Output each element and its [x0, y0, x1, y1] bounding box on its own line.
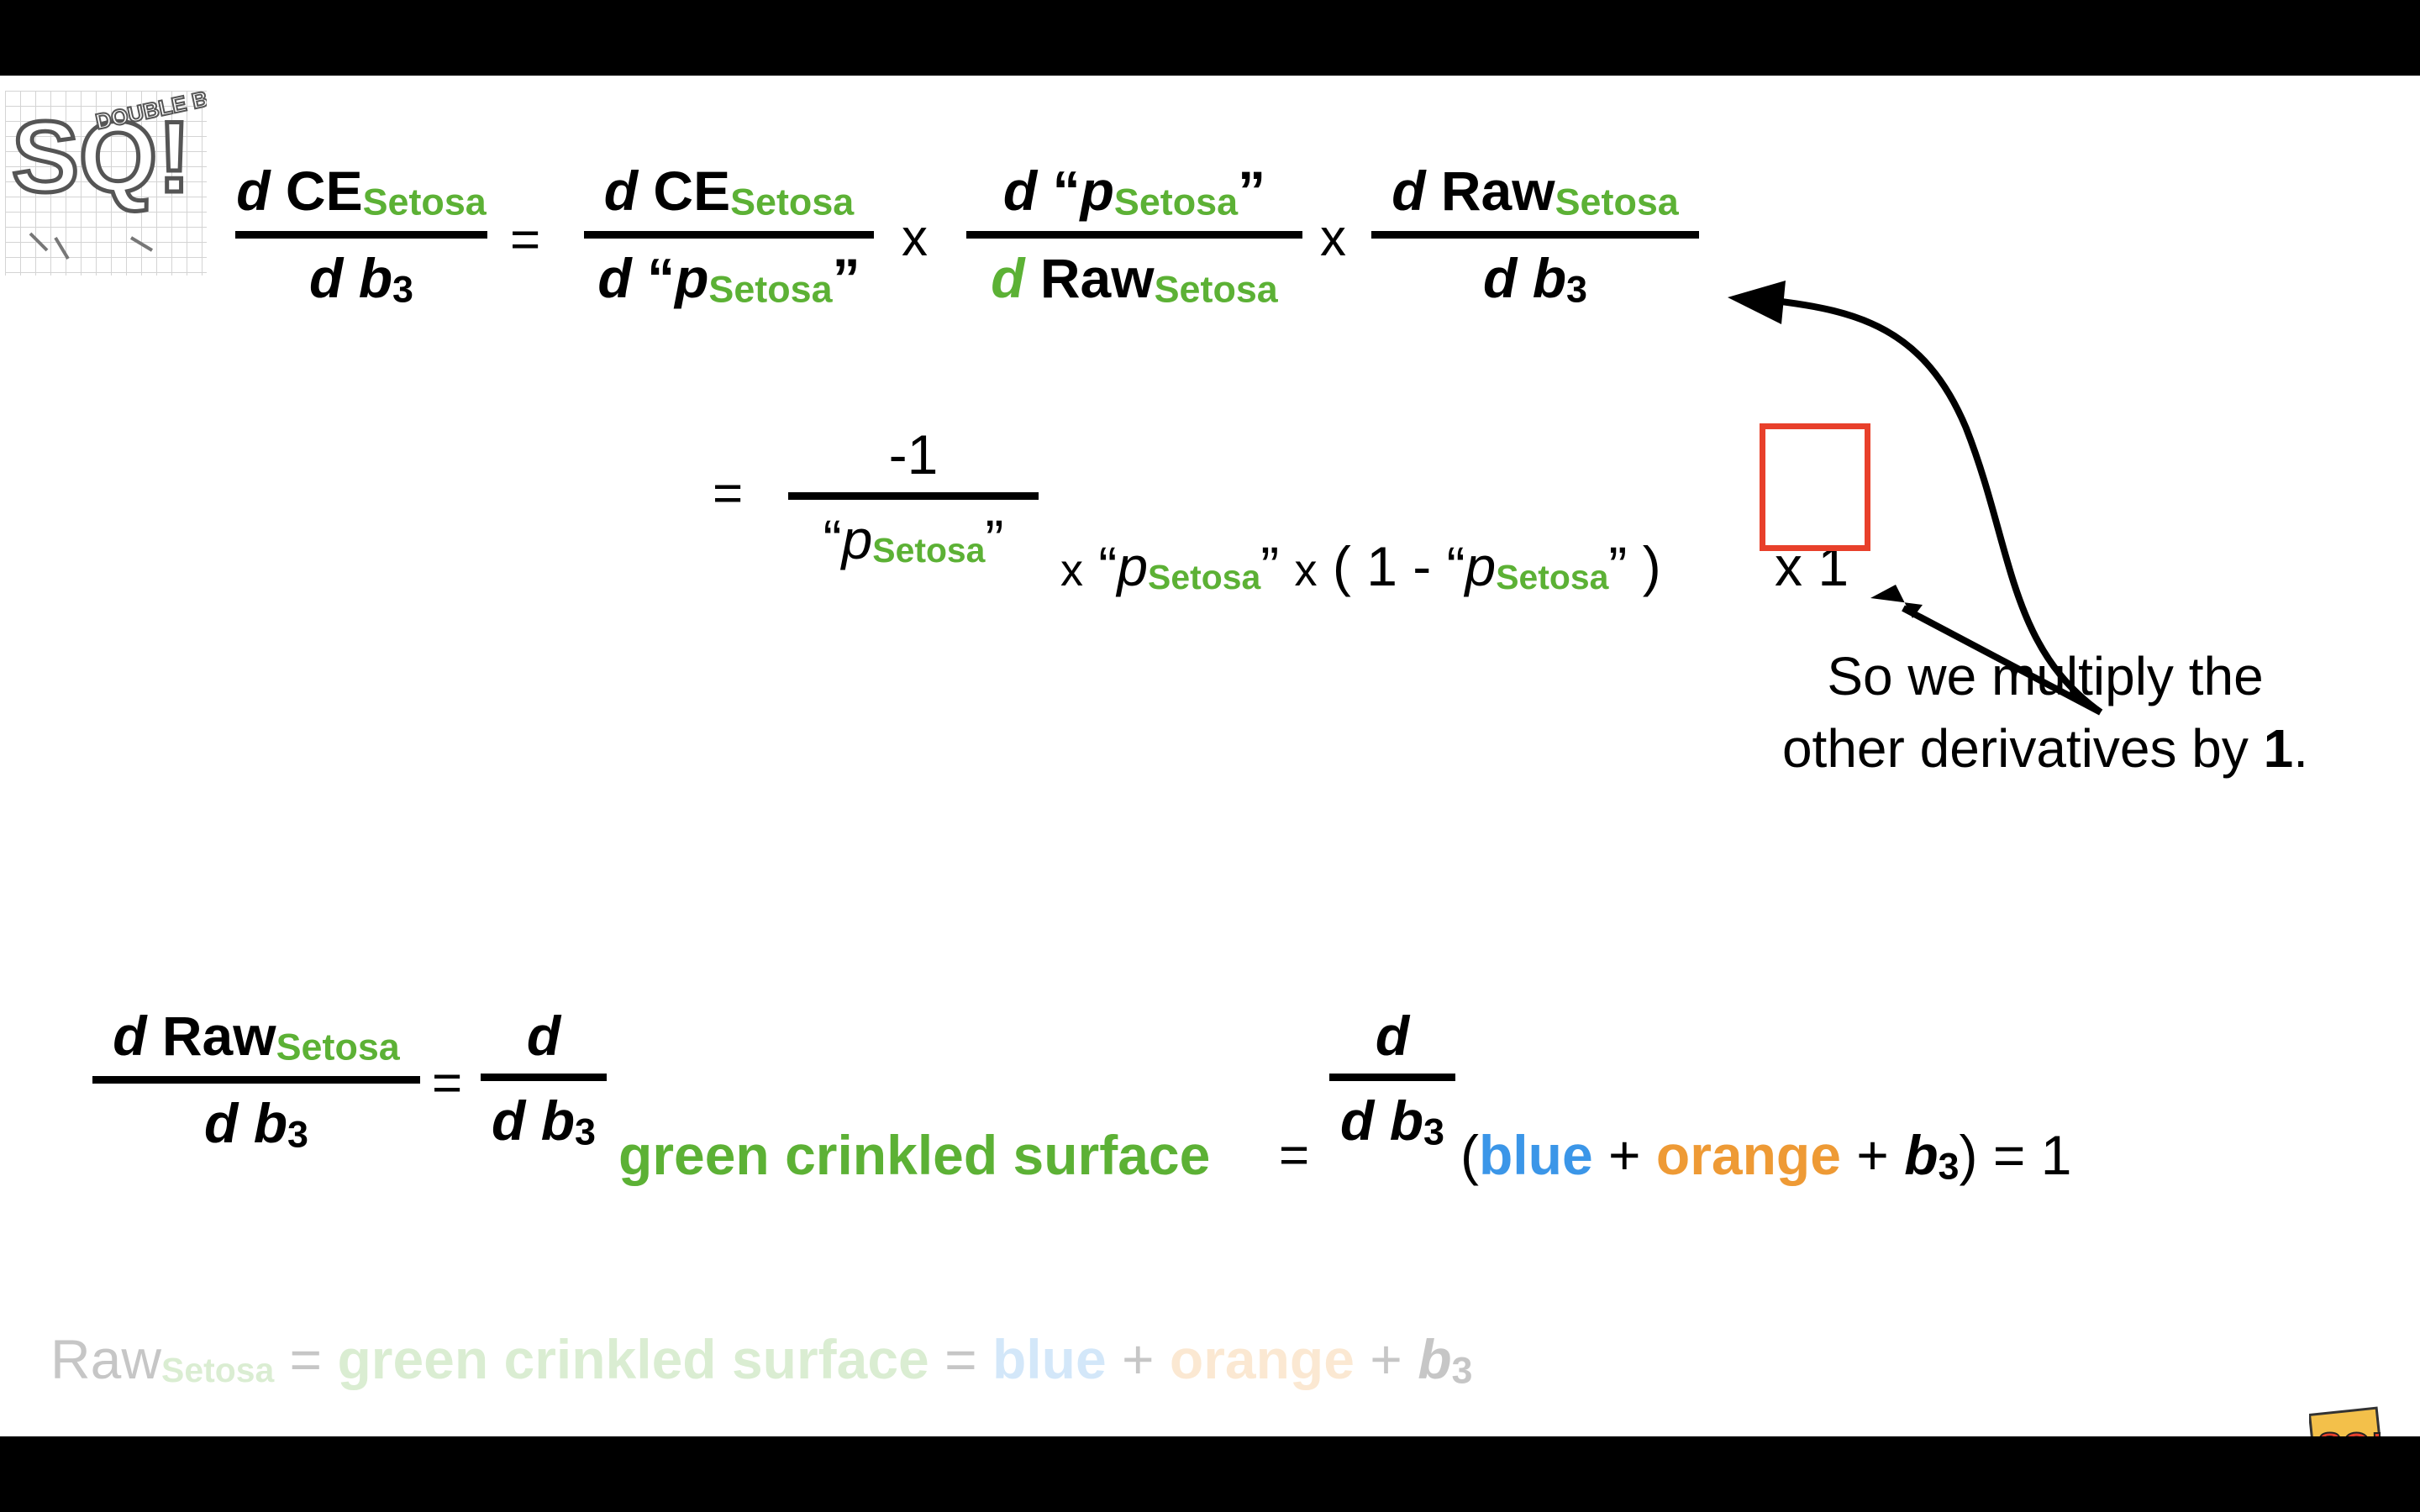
- slide: SQ! DOUBLE BAM!!! d CESetosa d b3 = d CE…: [0, 76, 2420, 1436]
- eq3-sum-expression: (blue + orange + b3) = 1: [1460, 1124, 2072, 1188]
- eq1-frac-dce-db3: d CESetosa d b3: [235, 160, 487, 311]
- logo-letters: SQ!: [12, 101, 191, 213]
- eq3-equals-2: =: [1279, 1126, 1310, 1184]
- statquest-logo-icon: SQ! DOUBLE BAM!!!: [5, 91, 207, 276]
- curved-arrow-icon: [1728, 281, 2103, 716]
- eq2-equals: =: [713, 465, 744, 522]
- eq1-times-1: x: [902, 209, 928, 267]
- eq3-equals-1: =: [432, 1054, 463, 1112]
- svg-text:SQ!: SQ!: [2317, 1425, 2383, 1436]
- eq3-frac-d-db3-2: d d b3: [1329, 1008, 1455, 1151]
- eq2-product-terms: x “pSetosa” x ( 1 - “pSetosa” ): [1060, 535, 1661, 597]
- eq1-frac-dp-draw: d “pSetosa” d RawSetosa: [966, 163, 1302, 309]
- eq1-equals: =: [510, 211, 541, 269]
- note-text: So we multiply the other derivatives by …: [1781, 646, 2309, 779]
- statquest-small-logo-icon: SQ!: [2309, 1406, 2384, 1436]
- eq4-faded-equation: RawSetosa = green crinkled surface = blu…: [50, 1328, 1473, 1392]
- eq1-times-2: x: [1320, 209, 1346, 267]
- eq3-green-surface: green crinkled surface: [618, 1124, 1211, 1186]
- eq1-frac-draw-db3: d RawSetosa d b3: [1371, 163, 1699, 309]
- eq2-frac-neg-one-over-p: -1 “pSetosa”: [788, 427, 1039, 568]
- highlight-box: [1760, 423, 1870, 551]
- eq3-frac-draw-db3: d RawSetosa d b3: [92, 1008, 420, 1154]
- eq1-frac-dce-dp: d CESetosa d “pSetosa”: [584, 163, 874, 309]
- eq3-frac-d-db3-1: d d b3: [481, 1008, 607, 1151]
